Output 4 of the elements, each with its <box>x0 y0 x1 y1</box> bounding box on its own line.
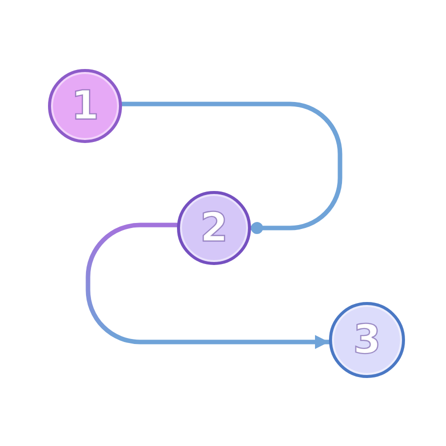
step-number: 1 <box>71 86 99 126</box>
step-number: 3 <box>353 320 381 360</box>
connector-arrow <box>86 222 332 349</box>
step-number: 2 <box>200 208 228 248</box>
